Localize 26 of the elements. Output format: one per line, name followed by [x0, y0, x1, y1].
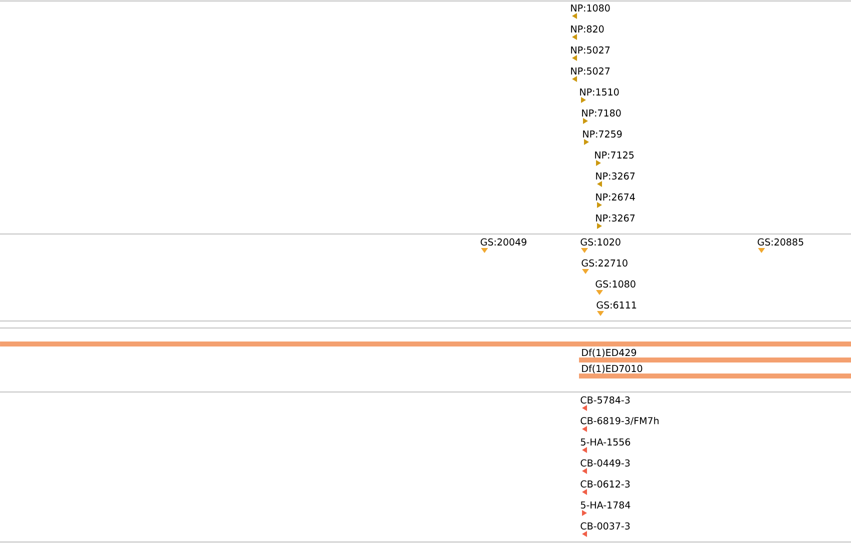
- feature-label: NP:1080: [571, 4, 610, 12]
- feature-label: NP:3267: [596, 214, 635, 222]
- feature-label: NP:7259: [583, 130, 622, 138]
- feature-label: CB-5784-3: [580, 396, 630, 404]
- feature-label: NP:2674: [596, 193, 635, 201]
- feature-label: GS:22710: [582, 259, 628, 267]
- feature-label: NP:3267: [596, 172, 635, 180]
- feature-label: NP:1510: [580, 88, 619, 96]
- feature-label: NP:7180: [582, 109, 621, 117]
- feature-label: Df(1)ED429: [582, 348, 636, 358]
- feature-label: GS:1020: [580, 238, 620, 246]
- feature-label: NP:5027: [571, 67, 610, 75]
- feature-label: NP:7125: [595, 151, 634, 159]
- feature-label: CB-6819-3/FM7h: [580, 416, 659, 426]
- feature-label: CB-0037-3: [580, 522, 630, 530]
- feature-label: NP:820: [571, 25, 604, 33]
- feature-label: GS:6111: [596, 301, 636, 309]
- feature-label: CB-0449-3: [580, 459, 630, 467]
- feature-label: 5-HA-1784: [580, 501, 630, 509]
- feature-label: GS:20049: [480, 238, 526, 246]
- feature-label: 5-HA-1556: [580, 438, 630, 446]
- feature-label: CB-0612-3: [580, 480, 630, 488]
- feature-label: GS:1080: [596, 280, 636, 288]
- feature-label: GS:20885: [758, 238, 804, 246]
- feature-label: NP:5027: [571, 46, 610, 54]
- feature-label: Df(1)ED7010: [582, 364, 642, 374]
